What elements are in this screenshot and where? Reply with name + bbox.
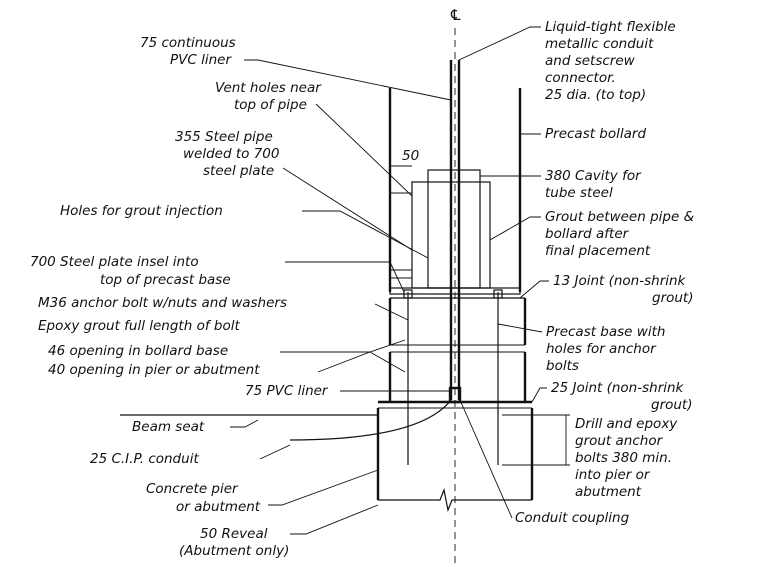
joint-25-callout: 25 Joint (non-shrink grout) — [531, 380, 693, 413]
precast-base-callout: Precast base with holes for anchor bolts — [497, 323, 665, 374]
flexible-conduit-label-line: 25 dia. (to top) — [545, 87, 646, 103]
opening-pier-label: 40 opening in pier or abutment — [48, 362, 260, 378]
cip-conduit-label: 25 C.I.P. conduit — [90, 451, 199, 467]
flexible-conduit-label-line: connector. — [545, 70, 616, 86]
flexible-conduit-label-line: Liquid-tight flexible — [545, 19, 676, 35]
grout-between-label-line: bollard after — [545, 226, 630, 242]
vent-holes-callout: Vent holes near top of pipe — [215, 80, 413, 197]
drill-epoxy-label-line: into pier or — [575, 467, 651, 483]
steel-plate-label-line: 700 Steel plate insel into — [30, 254, 199, 270]
conduit-coupling-label: Conduit coupling — [515, 510, 630, 526]
reveal-label-line: (Abutment only) — [179, 543, 289, 559]
reveal-callout: 50 Reveal (Abutment only) — [179, 504, 379, 559]
flexible-conduit — [449, 60, 461, 400]
drill-epoxy-label-line: bolts 380 min. — [575, 450, 672, 466]
concrete-pier-label-line: or abutment — [176, 499, 261, 515]
opening-base-label: 46 opening in bollard base — [48, 343, 228, 359]
drill-epoxy-label-line: Drill and epoxy — [575, 416, 678, 432]
conduit-coupling — [448, 386, 462, 404]
precast-base-label-line: bolts — [546, 358, 579, 374]
joint-25-label-line: grout) — [651, 397, 693, 413]
drill-epoxy-label-line: grout anchor — [575, 433, 664, 449]
pvc-liner-bottom-label: 75 PVC liner — [245, 383, 329, 399]
epoxy-grout-label: Epoxy grout full length of bolt — [38, 318, 240, 334]
flexible-conduit-callout: Liquid-tight flexible metallic conduit a… — [458, 19, 676, 103]
anchor-bolt-callout: M36 anchor bolt w/nuts and washers Epoxy… — [38, 295, 409, 334]
vent-holes-label-line: Vent holes near — [215, 80, 322, 96]
openings-callout: 46 opening in bollard base 40 opening in… — [48, 339, 406, 378]
steel-plate-callout: 700 Steel plate insel into top of precas… — [30, 254, 405, 293]
cavity-label-line: 380 Cavity for — [545, 168, 642, 184]
joint-25-label-line: 25 Joint (non-shrink — [551, 380, 685, 396]
steel-plate — [389, 287, 521, 295]
cavity-label-line: tube steel — [545, 185, 613, 201]
centerline-symbol: ℄ — [449, 6, 462, 24]
concrete-pier — [376, 408, 534, 513]
dim-50: 50 — [390, 148, 419, 194]
steel-pipe-label-line: 355 Steel pipe — [175, 129, 273, 145]
cavity-callout: 380 Cavity for tube steel — [480, 168, 642, 201]
drill-epoxy-label-line: abutment — [575, 484, 642, 500]
precast-bollard — [388, 88, 522, 292]
drill-epoxy-callout: Drill and epoxy grout anchor bolts 380 m… — [502, 414, 678, 500]
beam-seat-label: Beam seat — [132, 419, 205, 435]
steel-pipe-callout: 355 Steel pipe welded to 700 steel plate — [175, 129, 413, 251]
conduit-coupling-callout: Conduit coupling — [459, 399, 630, 526]
precast-base-label-line: holes for anchor — [546, 341, 657, 357]
anchor-bolt-label: M36 anchor bolt w/nuts and washers — [38, 295, 287, 311]
reveal-label-line: 50 Reveal — [200, 526, 268, 542]
grout-between-label-line: final placement — [545, 243, 651, 259]
cip-conduit-callout: 25 C.I.P. conduit — [90, 444, 291, 467]
grout-holes-callout: Holes for grout injection — [60, 203, 429, 259]
precast-bollard-label: Precast bollard — [545, 126, 646, 142]
vent-holes-label-line: top of pipe — [234, 97, 307, 113]
joint-13-label-line: grout) — [652, 290, 694, 306]
pvc-liner-top-label-line: PVC liner — [170, 52, 232, 68]
dim-50-label: 50 — [402, 148, 419, 164]
steel-pipe-label-line: welded to 700 — [183, 146, 279, 162]
grout-between-label-line: Grout between pipe & — [545, 209, 694, 225]
steel-plate-label-line: top of precast base — [100, 272, 231, 288]
joint-13-label-line: 13 Joint (non-shrink — [553, 273, 687, 289]
beam-seat-callout: Beam seat — [120, 414, 378, 435]
pvc-liner-top-label-line: 75 continuous — [140, 35, 236, 51]
pvc-liner-bottom-callout: 75 PVC liner — [245, 383, 451, 399]
precast-bollard-callout: Precast bollard — [520, 126, 646, 142]
flexible-conduit-label-line: metallic conduit — [545, 36, 654, 52]
joint-13-callout: 13 Joint (non-shrink grout) — [519, 273, 694, 306]
grout-holes-label: Holes for grout injection — [60, 203, 223, 219]
tube-steel-cavity — [427, 169, 481, 289]
pvc-liner-top-callout: 75 continuous PVC liner — [140, 35, 452, 101]
precast-base — [388, 298, 527, 402]
grout-between-callout: Grout between pipe & bollard after final… — [489, 209, 694, 259]
flexible-conduit-label-line: and setscrew — [545, 53, 636, 69]
structure — [289, 28, 534, 567]
steel-pipe-label-line: steel plate — [203, 163, 274, 179]
concrete-pier-callout: Concrete pier or abutment — [146, 469, 379, 515]
cip-conduit — [289, 399, 452, 441]
concrete-pier-label-line: Concrete pier — [146, 481, 239, 497]
precast-base-label-line: Precast base with — [546, 324, 665, 340]
